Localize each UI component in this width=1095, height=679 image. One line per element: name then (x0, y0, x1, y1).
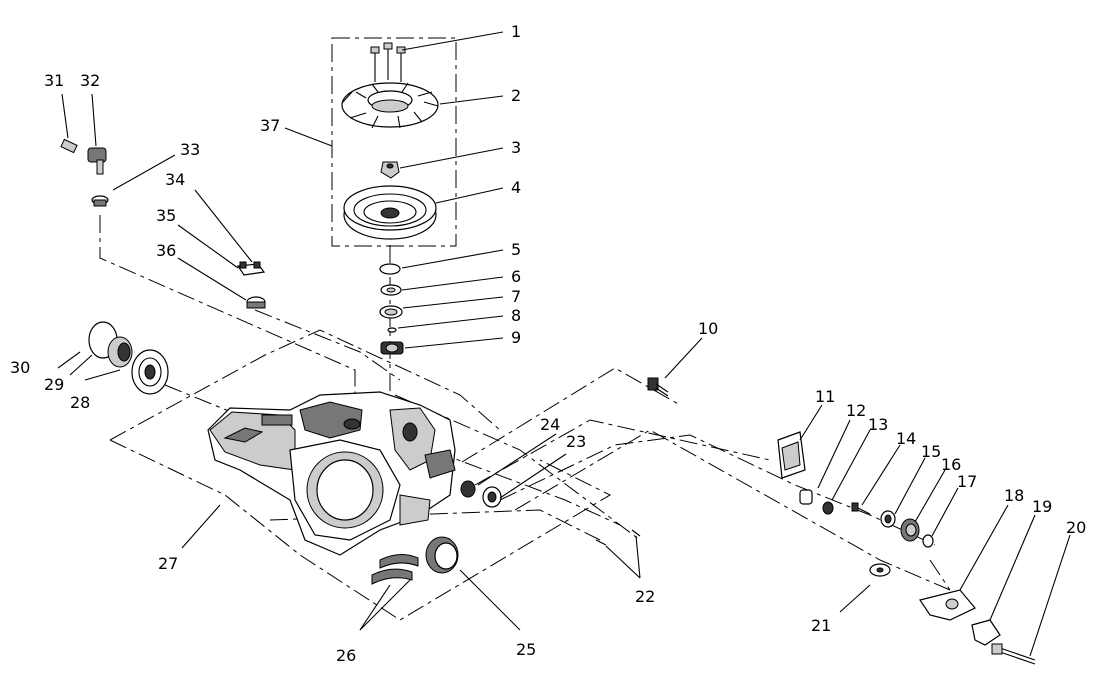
label-17: 17 (957, 472, 977, 491)
pulley-part (343, 185, 437, 240)
transmission-housing-part (207, 391, 456, 556)
label-6: 6 (511, 267, 521, 286)
nut-part (380, 161, 400, 179)
thrust-washer-part (371, 568, 413, 585)
axle-bearing-parts (88, 321, 169, 395)
label-36: 36 (156, 241, 176, 260)
block-part (971, 619, 1001, 646)
label-34: 34 (165, 170, 185, 189)
label-9: 9 (511, 328, 521, 347)
leader-lines (57, 31, 1071, 657)
housing-small-parts (371, 480, 641, 585)
label-16: 16 (941, 455, 961, 474)
label-5: 5 (511, 240, 521, 259)
control-plate-part (777, 431, 806, 479)
label-20: 20 (1066, 518, 1086, 537)
label-32: 32 (80, 71, 100, 90)
control-arm-stack (799, 489, 934, 548)
label-23: 23 (566, 432, 586, 451)
label-25: 25 (516, 640, 536, 659)
label-7: 7 (511, 287, 521, 306)
control-arm-parts (869, 563, 1036, 665)
label-28: 28 (70, 393, 90, 412)
fitting-part (60, 138, 78, 154)
input-shaft-stack (379, 263, 404, 355)
label-33: 33 (180, 140, 200, 159)
label-13: 13 (868, 415, 888, 434)
retaining-ring-part (379, 263, 401, 275)
label-26: 26 (336, 646, 356, 665)
bracket-parts (236, 261, 266, 309)
o-ring-part (387, 327, 397, 333)
label-31: 31 (44, 71, 64, 90)
label-21: 21 (811, 616, 831, 635)
label-14: 14 (896, 429, 916, 448)
label-35: 35 (156, 206, 176, 225)
fitting-parts (60, 138, 109, 207)
bolt-10-part (647, 377, 669, 397)
label-8: 8 (511, 306, 521, 325)
screws-part (370, 42, 406, 82)
label-37: 37 (260, 116, 280, 135)
label-15: 15 (921, 442, 941, 461)
label-2: 2 (511, 86, 521, 105)
label-18: 18 (1004, 486, 1024, 505)
dowel-pin-part (460, 480, 476, 498)
label-1: 1 (511, 22, 521, 41)
label-11: 11 (815, 387, 835, 406)
label-29: 29 (44, 375, 64, 394)
pulley-group-frame (331, 37, 457, 247)
label-27: 27 (158, 554, 178, 573)
label-19: 19 (1032, 497, 1052, 516)
cooling-fan-part (341, 82, 439, 129)
label-4: 4 (511, 178, 521, 197)
label-22: 22 (635, 587, 655, 606)
label-24: 24 (540, 415, 560, 434)
label-3: 3 (511, 138, 521, 157)
label-12: 12 (846, 401, 866, 420)
label-10: 10 (698, 319, 718, 338)
callout-labels: 1 2 3 4 5 6 7 8 9 10 11 12 13 14 15 16 1… (10, 22, 1086, 665)
label-30: 30 (10, 358, 30, 377)
